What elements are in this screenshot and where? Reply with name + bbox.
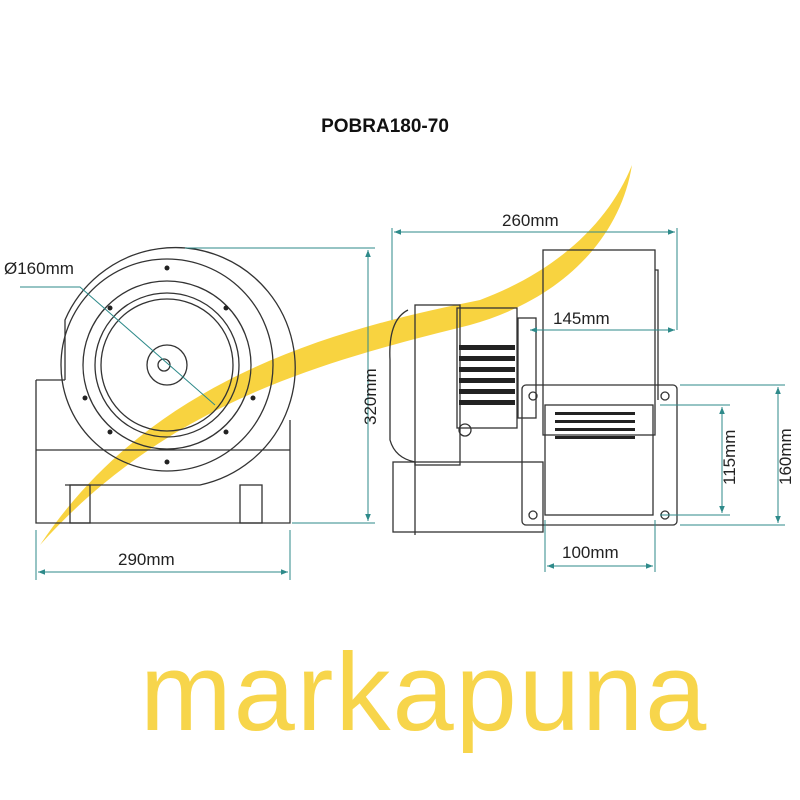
dim-depth: 260mm xyxy=(502,211,559,230)
dim-outlet-flange: 160mm xyxy=(776,428,795,485)
dim-outlet-width: 100mm xyxy=(562,543,619,562)
dim-width-front: 290mm xyxy=(118,550,175,569)
motor-fins xyxy=(459,345,515,405)
dim-inlet-diameter: Ø160mm xyxy=(4,259,74,278)
front-view: Ø160mm 290mm 320mm xyxy=(4,246,380,580)
dim-motor-offset: 145mm xyxy=(553,309,610,328)
dim-height: 320mm xyxy=(361,368,380,425)
bolt-holes xyxy=(82,265,256,465)
model-size: 180-70 xyxy=(389,116,449,137)
watermark-text: markapuna xyxy=(140,631,708,754)
dim-outlet-inner: 115mm xyxy=(720,430,739,485)
outlet-blades xyxy=(555,412,635,439)
flange-holes xyxy=(528,391,670,520)
model-name: POBRA xyxy=(321,116,390,137)
model-title: POBRA180-70 xyxy=(0,116,800,138)
watermark-swoosh xyxy=(40,165,632,545)
side-view: 260mm 145mm 115mm 160mm 100mm xyxy=(389,211,795,572)
